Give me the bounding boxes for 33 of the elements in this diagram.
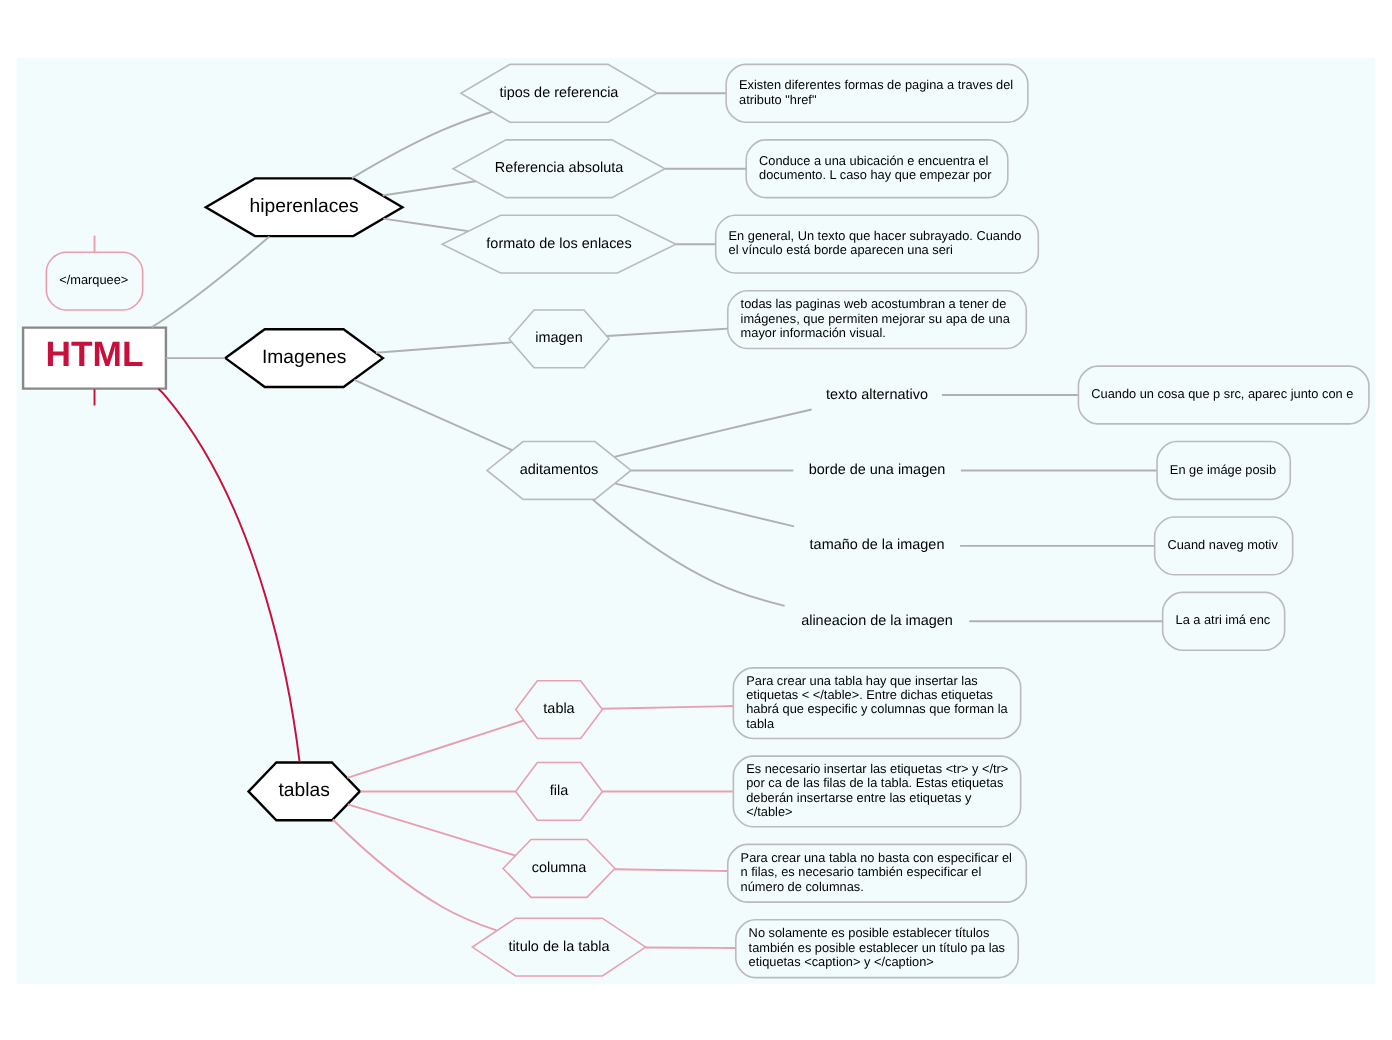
node-text: tamaño de la imagen	[809, 534, 945, 553]
connector	[644, 945, 737, 948]
connector	[374, 340, 513, 353]
connector	[331, 817, 498, 931]
node-box: HTML	[21, 325, 168, 389]
connector	[351, 109, 494, 179]
connector	[346, 802, 517, 856]
connector	[382, 216, 470, 232]
connector	[606, 326, 729, 336]
connector	[959, 468, 1158, 471]
connector	[613, 867, 729, 871]
connector	[601, 789, 734, 792]
connector	[353, 377, 513, 451]
connector	[959, 543, 1156, 546]
connector	[664, 166, 748, 169]
node-text: texto alternativo	[826, 383, 928, 402]
connector	[941, 393, 1079, 395]
node-text: alineacion de la imagen	[801, 609, 953, 628]
connector	[613, 407, 813, 457]
connector	[150, 234, 271, 328]
node-text: borde de una imagen	[808, 458, 946, 477]
connector	[157, 386, 301, 763]
connector	[656, 91, 727, 94]
connector	[165, 356, 226, 359]
connector	[675, 242, 717, 245]
connector	[968, 619, 1164, 622]
connector	[359, 789, 517, 792]
connector	[381, 179, 477, 196]
connector	[591, 497, 786, 606]
connector	[630, 468, 795, 471]
connector	[600, 704, 734, 709]
connector	[346, 718, 525, 778]
connector	[614, 481, 795, 527]
